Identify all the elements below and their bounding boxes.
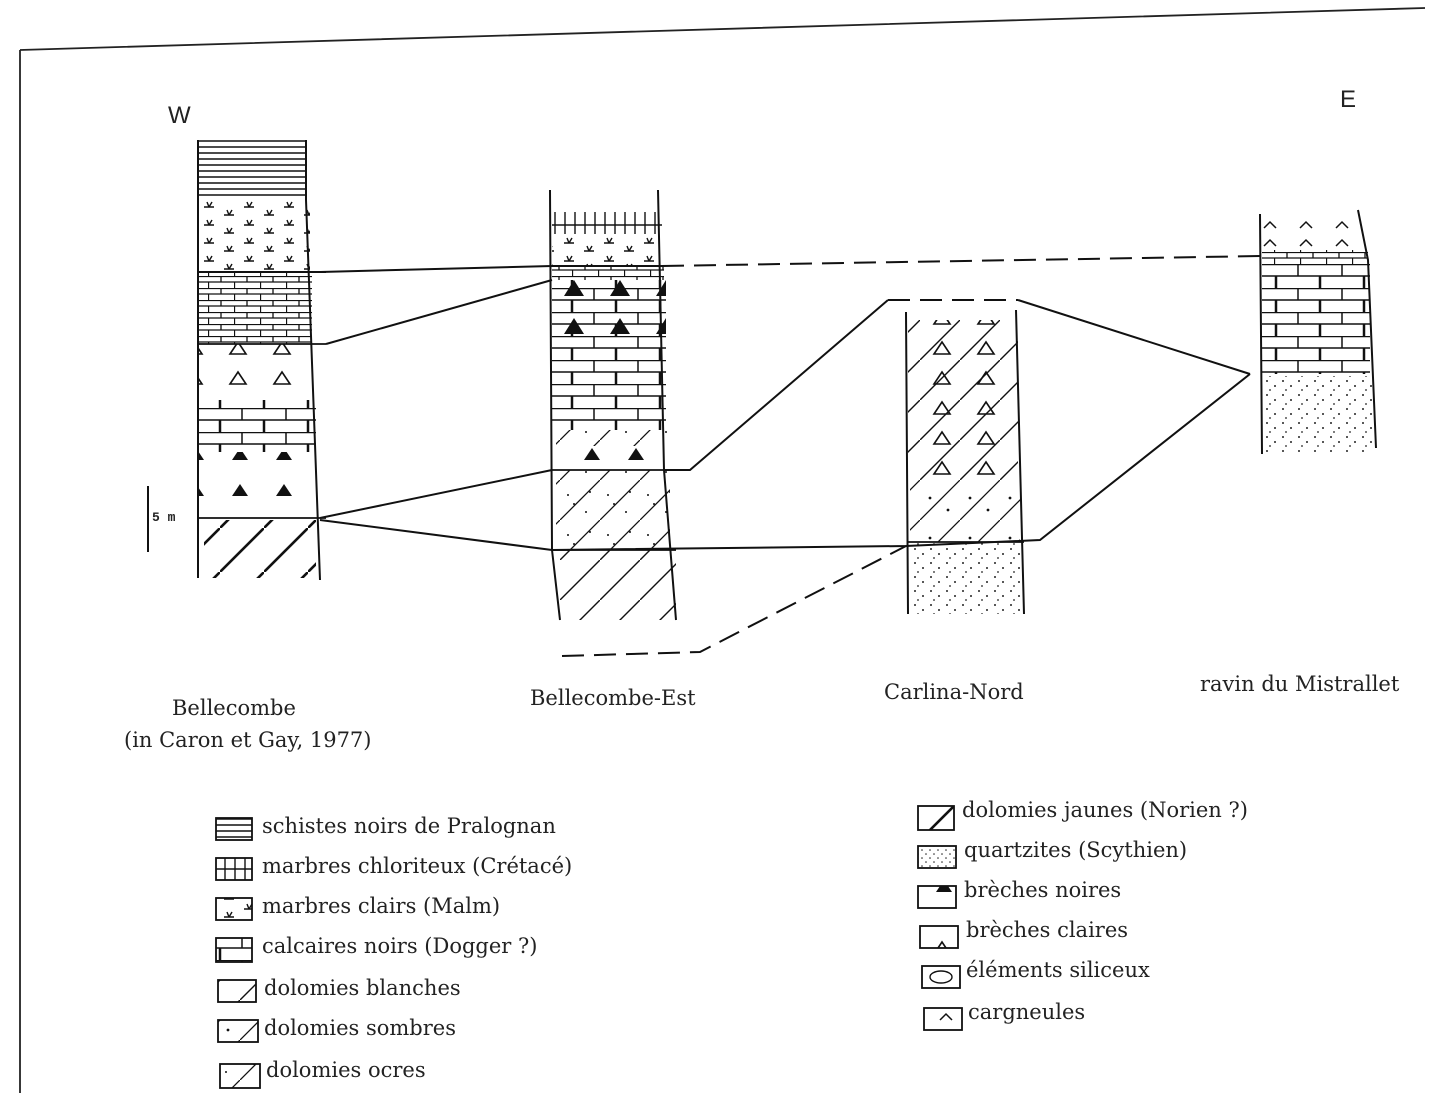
- legend-label-dolocres: dolomies ocres: [266, 1058, 426, 1082]
- direction-east-label: E: [1340, 86, 1357, 113]
- legend-label-brechesclaires: brèches claires: [966, 918, 1129, 942]
- column-note-bellecombe: (in Caron et Gay, 1977): [124, 728, 372, 752]
- legend-label-doljaunes: dolomies jaunes (Norien ?): [962, 798, 1248, 822]
- column-bellecombe-est: [549, 189, 677, 621]
- scale-label: 5 m: [152, 510, 176, 525]
- column-bellecombe: [197, 140, 326, 581]
- column-label-bellecombe-est: Bellecombe-Est: [530, 686, 696, 710]
- legend-label-cargneules: cargneules: [968, 1000, 1086, 1024]
- legend-swatches: [215, 805, 963, 1089]
- legend-label-siliceux: éléments siliceux: [966, 958, 1150, 982]
- legend-label-quartzites: quartzites (Scythien): [964, 838, 1188, 862]
- legend-label-dolsombres: dolomies sombres: [264, 1016, 456, 1040]
- column-label-mistrallet: ravin du Mistrallet: [1200, 672, 1400, 696]
- frame-line: [19, 7, 1426, 1093]
- column-carlina-nord: [905, 309, 1025, 615]
- legend-label-brechesnoires: brèches noires: [964, 878, 1122, 902]
- legend-label-dolblanches: dolomies blanches: [264, 976, 461, 1000]
- legend-label-schistes: schistes noirs de Pralognan: [262, 814, 556, 838]
- legend-label-malm: marbres clairs (Malm): [262, 894, 501, 918]
- correlation-dashed-lines: [561, 255, 1263, 657]
- direction-west-label: W: [168, 102, 191, 129]
- column-mistrallet: [1259, 209, 1377, 455]
- legend-label-dogger: calcaires noirs (Dogger ?): [262, 934, 538, 958]
- column-label-bellecombe: Bellecombe: [172, 696, 296, 720]
- correlation-lines: [319, 265, 1251, 552]
- legend-label-chloriteux: marbres chloriteux (Crétacé): [262, 854, 573, 878]
- column-label-carlina-nord: Carlina-Nord: [884, 680, 1024, 704]
